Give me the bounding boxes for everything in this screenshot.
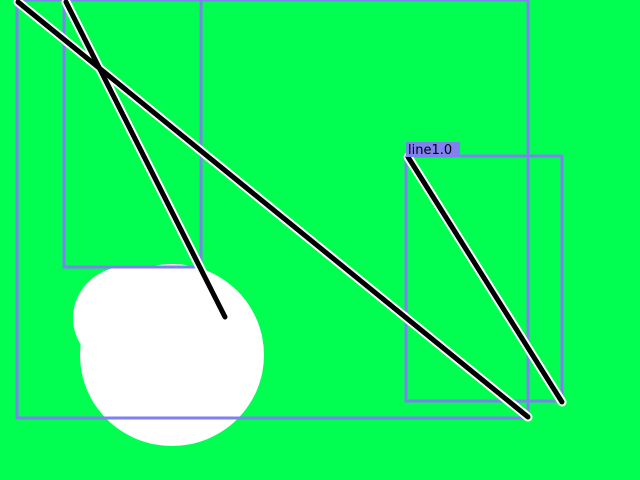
line-strokes xyxy=(15,0,565,420)
line-right xyxy=(405,154,565,405)
detection-label-background xyxy=(406,142,460,157)
line-upper-left xyxy=(63,0,228,320)
bounding-box-right xyxy=(404,154,564,403)
detection-label-text: line1.0 xyxy=(408,143,452,158)
bounding-box-upper-left xyxy=(62,0,203,269)
bounding-boxes xyxy=(15,0,564,420)
white-blob-left-lobe xyxy=(73,266,183,370)
bounding-box-large xyxy=(15,0,530,420)
detected-lines xyxy=(13,0,567,422)
detection-label: line1.0 xyxy=(406,142,460,158)
